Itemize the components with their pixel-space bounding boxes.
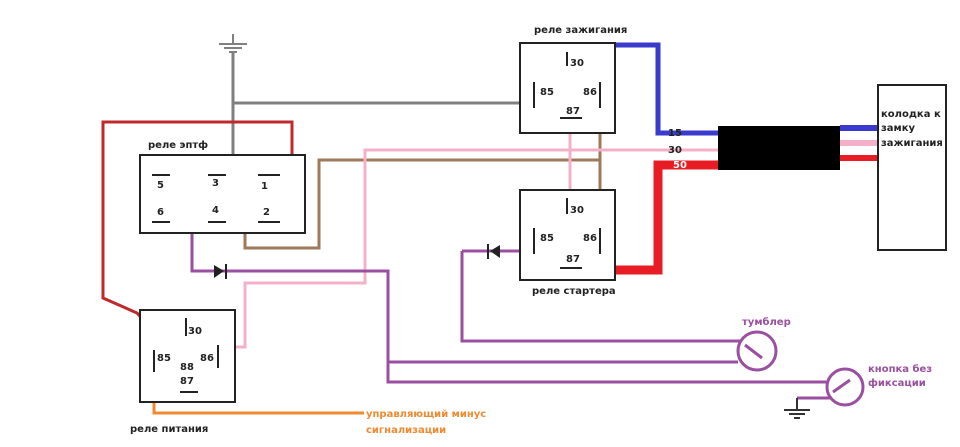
ground-symbol-bottom xyxy=(784,409,810,419)
ignition-connector: колодка к замку зажигания 15 30 50 xyxy=(668,84,947,251)
relay-eptf-body xyxy=(139,154,306,234)
alarm-label-line1: управляющий минус xyxy=(366,409,486,420)
pin-label: 87 xyxy=(566,254,580,265)
wire-label-15: 15 xyxy=(668,128,682,139)
relay-eptf-title: реле эптф xyxy=(148,139,208,151)
pin-label: 2 xyxy=(263,207,270,218)
toggle-label: тумблер xyxy=(742,316,791,328)
pin-label: 85 xyxy=(157,353,171,364)
relay-power: реле питания 30 85 88 86 87 xyxy=(130,309,236,435)
pin-label: 30 xyxy=(570,58,584,69)
button-label-line2: фиксации xyxy=(868,377,926,389)
relay-power-body xyxy=(139,309,236,403)
push-button-switch: кнопка без фиксации xyxy=(796,363,932,410)
connector-label-line3: зажигания xyxy=(881,138,943,149)
pin-label: 5 xyxy=(157,180,164,191)
pin-label: 87 xyxy=(566,106,580,117)
pin-label: 85 xyxy=(540,233,554,244)
relay-ignition-title: реле зажигания xyxy=(534,25,627,36)
diode-icon-starter xyxy=(487,244,500,259)
ignition-lock-box xyxy=(877,84,947,251)
ground-symbol-top xyxy=(219,34,247,53)
red-wire xyxy=(582,160,718,275)
pin-label: 30 xyxy=(188,326,202,337)
wire-label-50: 50 xyxy=(673,160,687,171)
connector-plug xyxy=(718,126,840,170)
diode-icon-eptf xyxy=(214,264,227,279)
pin-label: 30 xyxy=(570,205,584,216)
toggle-switch: тумблер xyxy=(736,316,791,372)
relay-ignition: реле зажигания 30 85 86 87 xyxy=(519,25,627,134)
pin-label: 6 xyxy=(157,207,164,218)
button-label-line1: кнопка без xyxy=(868,363,932,375)
pin-label: 87 xyxy=(180,376,194,387)
pin-label: 86 xyxy=(200,353,214,364)
connector-label-line2: замку xyxy=(881,123,916,134)
wire-label-30: 30 xyxy=(668,145,682,156)
connector-label-line1: колодка к xyxy=(881,109,941,120)
pin-label: 4 xyxy=(212,205,219,216)
pin-label: 3 xyxy=(212,178,219,189)
relay-power-title: реле питания xyxy=(130,424,208,435)
relay-starter: реле стартера 30 85 86 87 xyxy=(519,189,616,297)
relay-eptf: реле эптф 5 3 1 6 4 2 xyxy=(139,139,306,234)
pin-label: 1 xyxy=(261,181,268,192)
pin-label: 86 xyxy=(583,233,597,244)
pin-label: 86 xyxy=(583,87,597,98)
relay-starter-title: реле стартера xyxy=(532,286,616,297)
pin-label: 85 xyxy=(540,87,554,98)
pin-label: 88 xyxy=(180,362,194,373)
alarm-label-line2: сигнализации xyxy=(366,425,446,436)
